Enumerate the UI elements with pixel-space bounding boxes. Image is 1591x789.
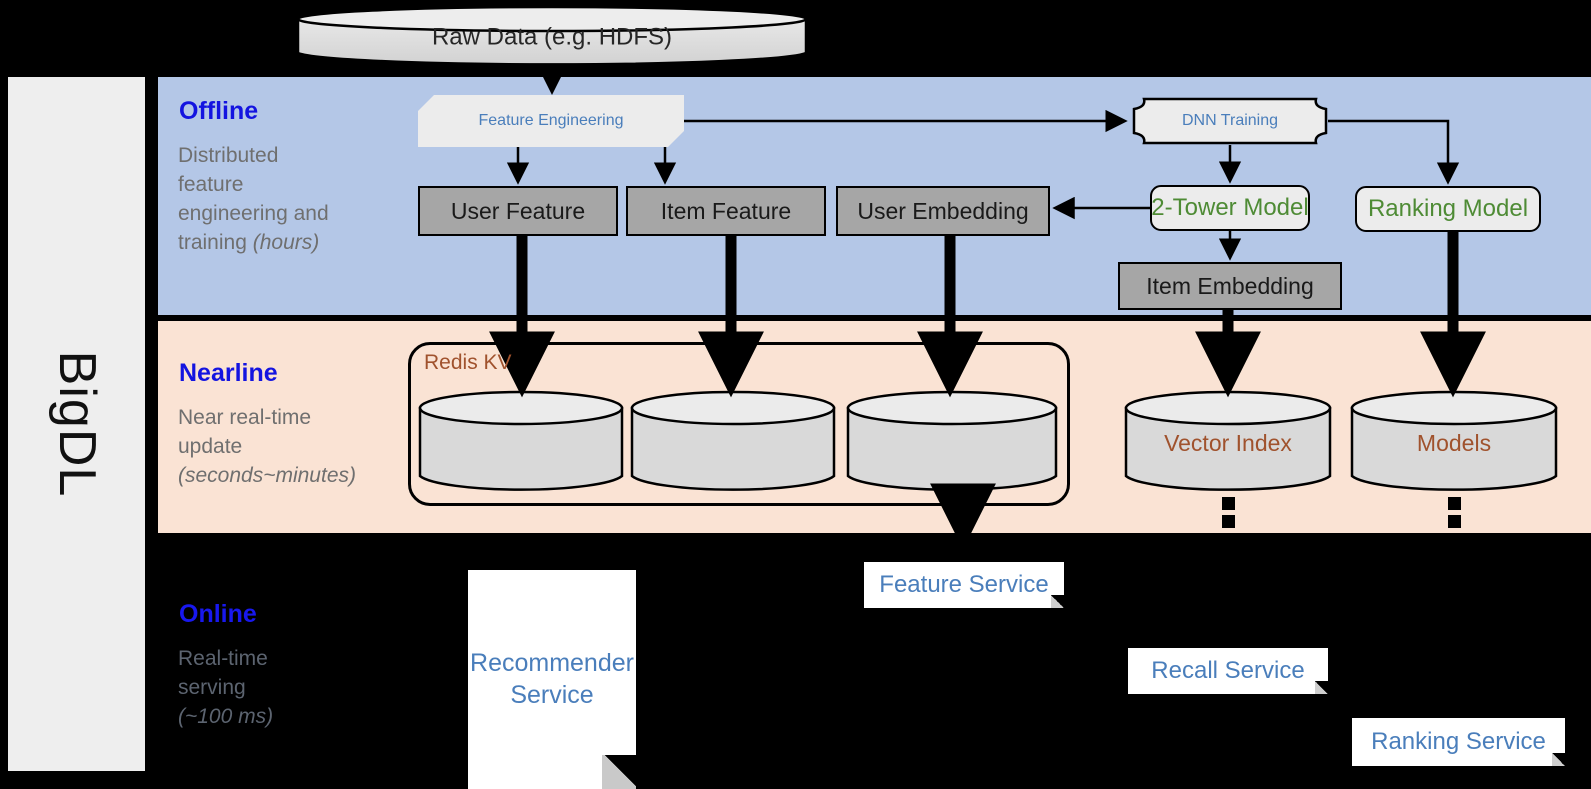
offline-desc-italic: (hours): [252, 230, 320, 254]
node-item-embedding[interactable]: Item Embedding: [1118, 262, 1342, 310]
node-feature-engineering[interactable]: Feature Engineering: [418, 95, 684, 147]
node-user-feature[interactable]: User Feature: [418, 186, 618, 236]
page-fold-icon: [1315, 681, 1328, 694]
feature-service-label: Feature Service: [879, 571, 1049, 598]
vector-index-label: Vector Index: [1164, 429, 1292, 456]
vector-index-cylinder[interactable]: Vector Index: [1124, 390, 1332, 494]
offline-title: Offline: [179, 97, 259, 125]
nearline-desc-italic: (seconds~minutes): [178, 463, 356, 487]
dashed-square-models-2: [1448, 515, 1461, 528]
online-desc-l2: serving: [178, 675, 246, 699]
card-recommender-service[interactable]: Recommender Service: [468, 570, 636, 789]
raw-data-label: Raw Data (e.g. HDFS): [431, 23, 673, 51]
models-label: Models: [1416, 429, 1492, 456]
two-tower-model-label: 2-Tower Model: [1151, 194, 1309, 221]
feature-engineering-face: [418, 95, 684, 147]
store-item-feature-cylinder[interactable]: [630, 390, 836, 494]
recall-service-label: Recall Service: [1151, 657, 1305, 684]
redis-kv-label: Redis KV: [424, 351, 512, 374]
offline-desc-l3: engineering and: [178, 201, 329, 225]
user-feature-label: User Feature: [450, 197, 586, 224]
nearline-desc-l1: Near real-time: [178, 406, 312, 429]
online-description: Real-time serving (~100 ms): [178, 645, 378, 732]
node-user-embedding[interactable]: User Embedding: [836, 186, 1050, 236]
dnn-training-label: DNN Training: [1181, 112, 1279, 129]
bigdl-label: BigDL: [47, 350, 106, 498]
user-embedding-label: User Embedding: [857, 197, 1029, 224]
dashed-square-models-1: [1448, 497, 1461, 510]
node-ranking-model[interactable]: Ranking Model: [1355, 186, 1541, 232]
feature-engineering-label: Feature Engineering: [478, 112, 624, 129]
online-title: Online: [179, 600, 257, 628]
online-desc-l1: Real-time: [178, 647, 268, 670]
offline-desc-l1: Distributed: [178, 144, 279, 167]
models-cylinder[interactable]: Models: [1350, 390, 1558, 494]
offline-desc-l2: feature: [178, 172, 244, 196]
online-desc-italic: (~100 ms): [178, 704, 274, 728]
card-ranking-service[interactable]: Ranking Service: [1352, 718, 1565, 766]
ranking-service-label: Ranking Service: [1371, 728, 1546, 755]
nearline-desc-l2: update: [178, 434, 243, 458]
nearline-description: Near real-time update (seconds~minutes): [178, 404, 403, 491]
dashed-square-vector-2: [1222, 515, 1235, 528]
store-user-feature-cylinder[interactable]: [418, 390, 624, 494]
item-embedding-label: Item Embedding: [1146, 272, 1314, 299]
page-fold-icon: [602, 755, 636, 789]
item-feature-label: Item Feature: [660, 197, 792, 224]
card-recall-service[interactable]: Recall Service: [1128, 648, 1328, 694]
card-feature-service[interactable]: Feature Service: [864, 562, 1064, 608]
raw-data-cylinder: Raw Data (e.g. HDFS): [296, 5, 808, 67]
node-2-tower-model[interactable]: 2-Tower Model: [1150, 185, 1310, 231]
node-item-feature[interactable]: Item Feature: [626, 186, 826, 236]
ranking-model-label: Ranking Model: [1367, 195, 1529, 222]
bigdl-rail: BigDL: [8, 77, 145, 771]
node-dnn-training[interactable]: DNN Training: [1132, 97, 1328, 145]
store-user-embedding-cylinder[interactable]: [846, 390, 1058, 494]
offline-description: Distributed feature engineering and trai…: [178, 142, 378, 258]
recommender-service-label: Recommender Service: [470, 649, 634, 709]
nearline-title: Nearline: [179, 359, 278, 387]
offline-desc-l4: training: [178, 230, 253, 254]
page-fold-icon: [1051, 595, 1064, 608]
dashed-square-vector-1: [1222, 497, 1235, 510]
page-fold-icon: [1552, 753, 1565, 766]
